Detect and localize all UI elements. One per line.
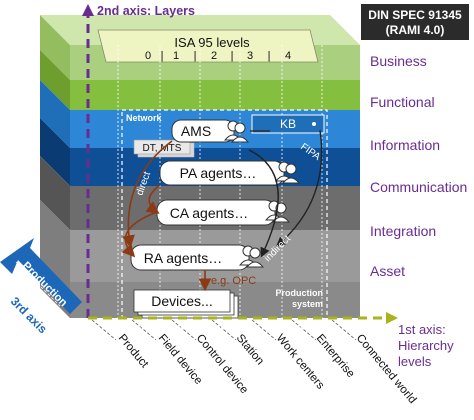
agent-person-icon	[223, 120, 250, 143]
ca-agents-box: CA agents…	[156, 199, 291, 226]
network-label: Network	[126, 113, 163, 123]
hierarchy-tick-line	[171, 319, 197, 341]
layer-label: Integration	[370, 223, 436, 239]
lifecycle-axis	[0, 238, 82, 314]
isa95-number: 2	[211, 50, 217, 62]
hierarchy-axis-title-2: Hierarchy	[398, 338, 454, 353]
hierarchy-axis-title-3: levels	[398, 354, 432, 369]
isa95-separator: |	[161, 50, 164, 62]
ca-agents-label: CA agents…	[170, 205, 249, 221]
badge-line-2: (RAMI 4.0)	[386, 23, 445, 37]
pa-agents-box: PA agents…	[159, 160, 301, 186]
isa95-separator: |	[268, 50, 271, 62]
layers-axis-title: 2nd axis: Layers	[97, 4, 195, 18]
din-spec-badge: DIN SPEC 91345 (RAMI 4.0)	[361, 4, 469, 40]
layer-label: Asset	[370, 263, 405, 279]
hierarchy-diagonals	[91, 319, 357, 341]
hierarchy-level-label: Station	[234, 332, 266, 367]
agent-person-icon	[274, 161, 301, 184]
layer-label: Information	[370, 137, 440, 153]
ams-label: AMS	[181, 123, 211, 139]
kb-box: KB	[251, 114, 325, 134]
badge-line-1: DIN SPEC 91345	[368, 8, 462, 22]
hierarchy-level-label: Product	[116, 332, 151, 371]
hierarchy-tick-line	[91, 319, 117, 341]
layer-labels: BusinessFunctionalInformationCommunicati…	[370, 53, 467, 279]
isa95-title: ISA 95 levels	[174, 35, 250, 50]
isa95-numbers: 0 | 1 | 2 | 3 | 4	[145, 50, 291, 62]
layer-label: Communication	[370, 179, 467, 195]
isa95-separator: |	[231, 50, 234, 62]
layer-label: Business	[370, 53, 427, 69]
hierarchy-axis-title-1: 1st axis:	[398, 322, 446, 337]
devices-box: Devices...	[133, 289, 239, 319]
hierarchy-tick-line	[331, 319, 357, 341]
opc-label: e.g. OPC	[211, 275, 256, 287]
pa-agents-label: PA agents…	[180, 165, 257, 181]
production-system-label-1: Production	[276, 288, 324, 298]
agent-person-icon	[264, 200, 291, 223]
agent-person-icon	[238, 245, 265, 268]
hierarchy-tick-line	[211, 319, 237, 341]
production-system-label-2: system	[292, 299, 323, 309]
kb-label: KB	[280, 117, 296, 131]
isa95-number: 0	[145, 50, 151, 62]
network-frame	[121, 109, 328, 329]
layers-axis-arrowhead	[82, 4, 94, 16]
isa95-number: 4	[285, 50, 291, 62]
ra-agents-label: RA agents…	[144, 250, 223, 266]
ra-agents-box: RA agents…	[130, 244, 265, 271]
isa95-number: 3	[247, 50, 253, 62]
devices-label: Devices...	[151, 293, 212, 309]
isa95-separator: |	[194, 50, 197, 62]
hierarchy-tick-line	[251, 319, 277, 341]
isa95-number: 1	[173, 50, 179, 62]
hierarchy-axis-arrowhead	[386, 312, 398, 324]
ams-box: AMS	[171, 119, 250, 143]
layer-label: Functional	[370, 94, 435, 110]
isa95-panel: ISA 95 levels 0 | 1 | 2 | 3 | 4	[97, 29, 319, 63]
hierarchy-tick-line	[131, 319, 157, 341]
hierarchy-tick-line	[291, 319, 317, 341]
hierarchy-level-label: Enterprise	[314, 332, 357, 380]
interaction-arrows	[121, 129, 323, 292]
